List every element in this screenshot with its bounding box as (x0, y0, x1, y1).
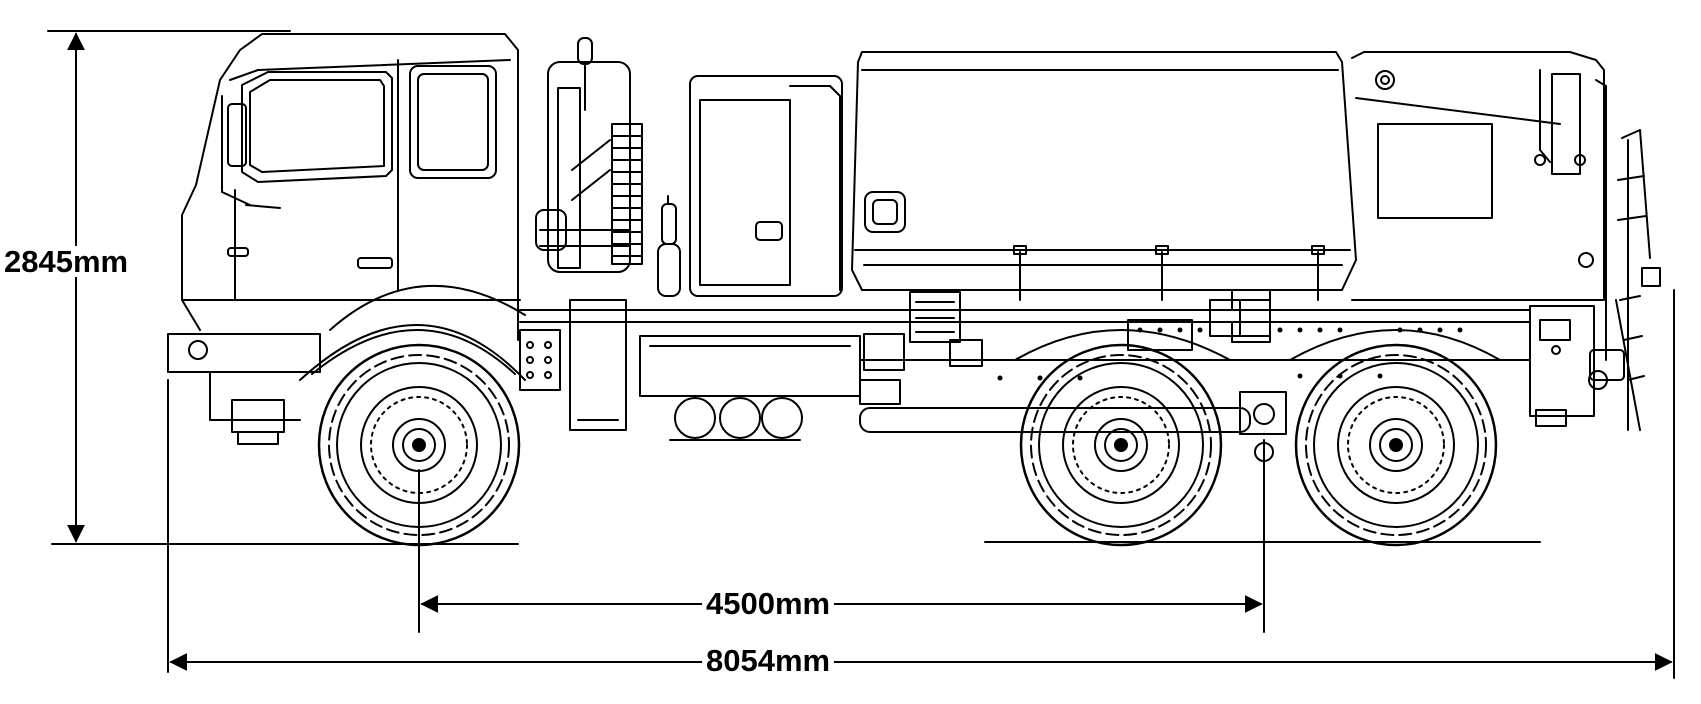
windshield (241, 71, 393, 183)
storage-box (657, 75, 843, 297)
fuel-tank (851, 51, 1357, 301)
cab-door (234, 59, 399, 301)
tank-hatch (864, 191, 906, 233)
front-wheel (317, 343, 521, 547)
tool-box (689, 75, 843, 297)
air-tank (674, 397, 716, 439)
front-fender (299, 324, 526, 381)
front-bumper (167, 333, 321, 373)
side-mirror (227, 103, 247, 167)
air-filter-grille (611, 123, 643, 265)
rear-compartment (1351, 51, 1661, 431)
rear-access-panel (1377, 123, 1493, 219)
wheelbase-label: 4500mm (702, 588, 835, 619)
chassis-frame (519, 289, 1625, 471)
overall-length-label: 8054mm (702, 645, 835, 676)
tank-body (851, 51, 1357, 291)
cab (167, 33, 526, 445)
cab-outline (181, 33, 519, 341)
cylinder-tank (859, 407, 1251, 433)
rear-fender (1014, 329, 1501, 361)
door-handle (357, 257, 393, 269)
rear-wheel-1 (1019, 343, 1223, 547)
rear-cab-window (409, 65, 497, 179)
rear-ladder (1615, 129, 1661, 431)
overall-height-label: 2845mm (4, 244, 129, 279)
frame-rivets (997, 327, 1463, 381)
rear-wheel-2 (1294, 343, 1498, 547)
exhaust-stack (519, 37, 643, 431)
dimension-lines (47, 30, 1675, 679)
